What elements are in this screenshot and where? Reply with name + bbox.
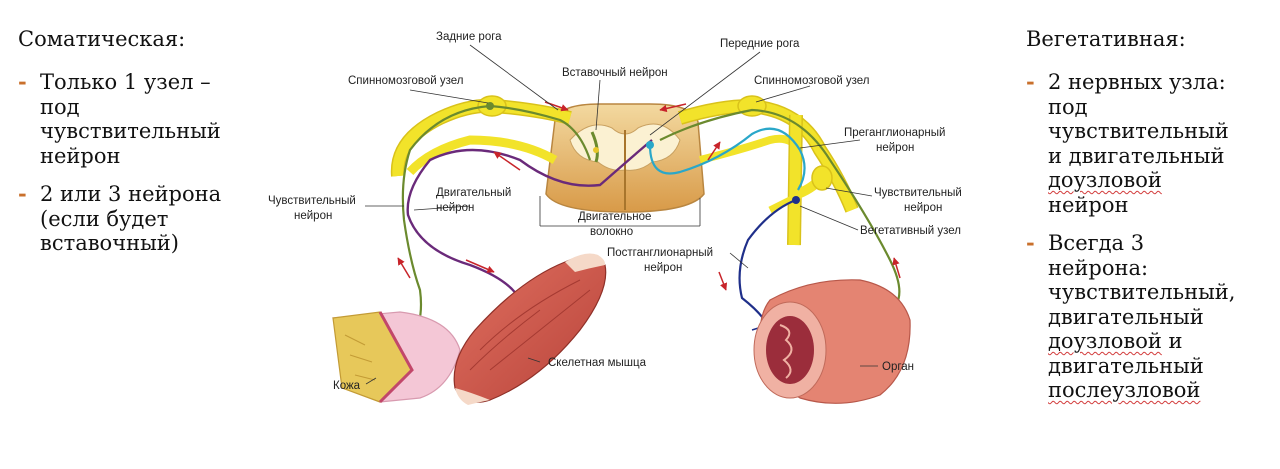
bullet-1-part-b: нейрон <box>1048 192 1129 217</box>
bullet-dash: - <box>18 69 27 94</box>
label-motor-fiber-1: Двигательное <box>578 211 651 223</box>
autonomic-bullet-2: - Всегда 3 нейрона: чувствительный, двиг… <box>1026 230 1271 403</box>
right-nerve <box>677 95 859 246</box>
label-sensory-right-1: Чувствительный <box>874 187 962 199</box>
muscle-illustration <box>453 253 607 405</box>
leader-lines <box>365 44 878 385</box>
bullet-dash: - <box>1026 69 1035 94</box>
autonomic-bullet-1: - 2 нервных узла: под чувствительный и д… <box>1026 69 1271 217</box>
somatic-bullet-2-text: 2 или 3 нейрона (если будет вставочный) <box>40 182 222 255</box>
label-muscle: Скелетная мышца <box>548 357 647 369</box>
autonomic-column: Вегетативная: - 2 нервных узла: под чувс… <box>1026 26 1271 417</box>
somatic-bullet-1-text: Только 1 узел – под чувствительный нейро… <box>40 70 221 168</box>
label-autonomic-ganglion: Вегетативный узел <box>860 225 961 237</box>
label-interneuron: Вставочный нейрон <box>562 67 668 79</box>
label-preganglionic-2: нейрон <box>876 142 914 154</box>
bullet-dash: - <box>18 181 27 206</box>
somatic-column: Соматическая: - Только 1 узел – под чувс… <box>18 26 258 270</box>
somatic-bullet-1: - Только 1 узел – под чувствительный ней… <box>18 69 258 168</box>
label-postganglionic-2: нейрон <box>644 262 682 274</box>
preganglionic-neuron <box>646 127 806 191</box>
left-nerve <box>390 95 572 177</box>
bullet-2-part-b: и двигательный <box>1048 329 1204 378</box>
label-spinal-ganglion-left: Спинномозговой узел <box>348 75 463 87</box>
organ-illustration <box>753 279 911 404</box>
label-motor-fiber-2: волокно <box>590 226 633 238</box>
bullet-1-part-a: 2 нервных узла: под чувствительный и дви… <box>1048 70 1229 168</box>
bullet-2-underlined-word-2: послеузловой <box>1048 378 1201 402</box>
label-dorsal-horns: Задние рога <box>436 31 502 43</box>
spinal-cord <box>545 103 705 213</box>
label-skin: Кожа <box>333 380 361 392</box>
label-sensory-left-1: Чувствительный <box>268 195 356 207</box>
somatic-bullet-2: - 2 или 3 нейрона (если будет вставочный… <box>18 181 258 256</box>
label-sensory-right-2: нейрон <box>904 202 942 214</box>
label-organ: Орган <box>882 361 914 373</box>
bullet-dash: - <box>1026 230 1035 255</box>
bullet-2-underlined-word-1: доузловой <box>1048 329 1162 353</box>
interneuron <box>590 131 599 163</box>
signal-arrows <box>397 101 901 291</box>
label-motor-2: нейрон <box>436 202 474 214</box>
label-motor-1: Двигательный <box>436 187 511 199</box>
skin-illustration <box>332 311 461 404</box>
label-ventral-horns: Передние рога <box>720 38 800 50</box>
reflex-arc-diagram: Задние рога Передние рога Вставочный ней… <box>268 31 962 405</box>
label-sensory-left-2: нейрон <box>294 210 332 222</box>
autonomic-heading: Вегетативная: <box>1026 27 1186 51</box>
bullet-1-underlined-word: доузловой <box>1048 168 1162 192</box>
sensory-neuron-left <box>401 102 592 341</box>
autonomic-bullet-2-text: Всегда 3 нейрона: чувствительный, двигат… <box>1048 231 1235 402</box>
label-spinal-ganglion-right: Спинномозговой узел <box>754 75 869 87</box>
diagram-labels: Задние рога Передние рога Вставочный ней… <box>268 31 962 392</box>
bullet-2-part-a: Всегда 3 нейрона: чувствительный, двигат… <box>1048 231 1236 329</box>
somatic-heading: Соматическая: <box>18 27 186 51</box>
label-preganglionic-1: Преганглионарный <box>844 127 945 139</box>
label-postganglionic-1: Постганглионарный <box>607 247 713 259</box>
autonomic-bullet-1-text: 2 нервных узла: под чувствительный и дви… <box>1048 70 1229 217</box>
